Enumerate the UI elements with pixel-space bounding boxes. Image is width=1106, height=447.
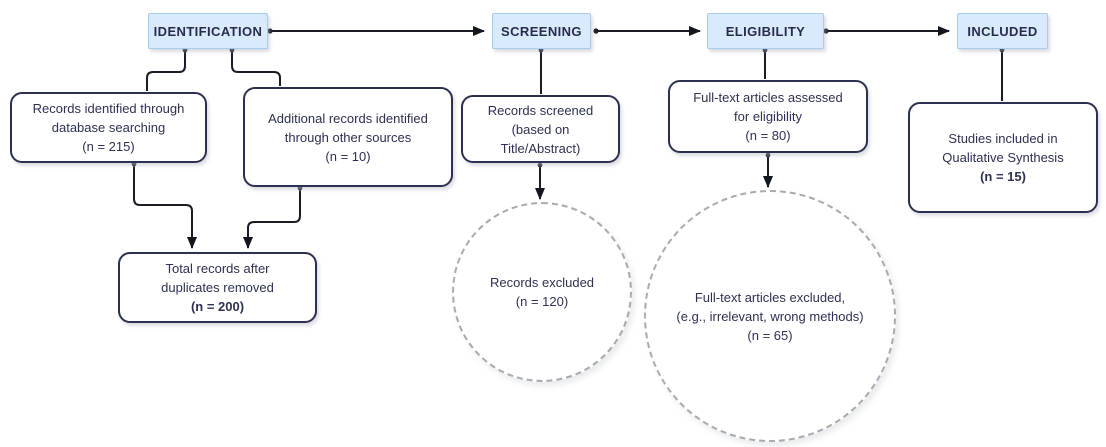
circle-records-excluded: Records excluded (n = 120) bbox=[452, 202, 632, 382]
box-text-line: Records screened bbox=[487, 102, 594, 118]
circle-fulltext-excluded: Full-text articles excluded, (e.g., irre… bbox=[644, 190, 896, 442]
box-text-line: Studies included in bbox=[948, 131, 1058, 146]
box-text-line: Full-text articles assessed bbox=[693, 90, 843, 105]
stage-header-eligibility: ELIGIBILITY bbox=[707, 13, 824, 49]
stage-header-label: INCLUDED bbox=[967, 23, 1038, 39]
box-count: (n = 15) bbox=[980, 169, 1026, 184]
box-count: (n = 200) bbox=[190, 299, 245, 314]
circle-text-line: Full-text articles excluded, bbox=[694, 289, 846, 305]
arrow-additional-records-to-total bbox=[243, 187, 301, 249]
box-fulltext-assessed: Full-text articles assessed for eligibil… bbox=[668, 80, 868, 153]
box-text-line: Records identified through bbox=[32, 101, 185, 116]
stage-header-identification: IDENTIFICATION bbox=[148, 13, 268, 49]
box-additional-records: Additional records identified through ot… bbox=[243, 87, 453, 187]
box-records-identified: Records identified through database sear… bbox=[10, 92, 207, 163]
box-text-line: database searching bbox=[51, 120, 166, 135]
circle-text-line: Records excluded bbox=[489, 275, 595, 290]
box-count: (n = 10) bbox=[325, 148, 371, 164]
circle-count: (n = 65) bbox=[747, 327, 793, 343]
stage-header-screening: SCREENING bbox=[492, 13, 591, 49]
box-studies-included: Studies included in Qualitative Synthesi… bbox=[908, 102, 1098, 213]
box-count: (n = 80) bbox=[745, 128, 791, 143]
box-text-line: Additional records identified bbox=[268, 110, 428, 126]
box-text-line: Qualitative Synthesis bbox=[942, 150, 1064, 165]
box-records-screened: Records screened (based on Title/Abstrac… bbox=[461, 95, 620, 163]
elbow-identification-to-records-identified bbox=[146, 49, 186, 91]
arrow-records-identified-to-total bbox=[133, 163, 197, 249]
box-text-line: through other sources bbox=[284, 129, 412, 145]
circle-text-line: (e.g., irrelevant, wrong methods) bbox=[676, 308, 864, 324]
box-text-line: Total records after bbox=[165, 261, 270, 276]
box-count: (n = 215) bbox=[82, 139, 135, 154]
box-text-line: (based on bbox=[511, 121, 570, 137]
box-text-line: Title/Abstract) bbox=[500, 140, 581, 156]
stage-header-included: INCLUDED bbox=[957, 13, 1048, 49]
box-text-line: duplicates removed bbox=[161, 280, 274, 295]
stage-header-label: SCREENING bbox=[501, 23, 582, 39]
elbow-identification-to-additional-records bbox=[231, 49, 281, 86]
box-text-line: for eligibility bbox=[734, 109, 802, 124]
circle-count: (n = 120) bbox=[515, 294, 569, 309]
stage-header-label: IDENTIFICATION bbox=[153, 23, 263, 39]
stage-header-label: ELIGIBILITY bbox=[725, 23, 806, 39]
box-total-records: Total records after duplicates removed (… bbox=[118, 252, 317, 323]
